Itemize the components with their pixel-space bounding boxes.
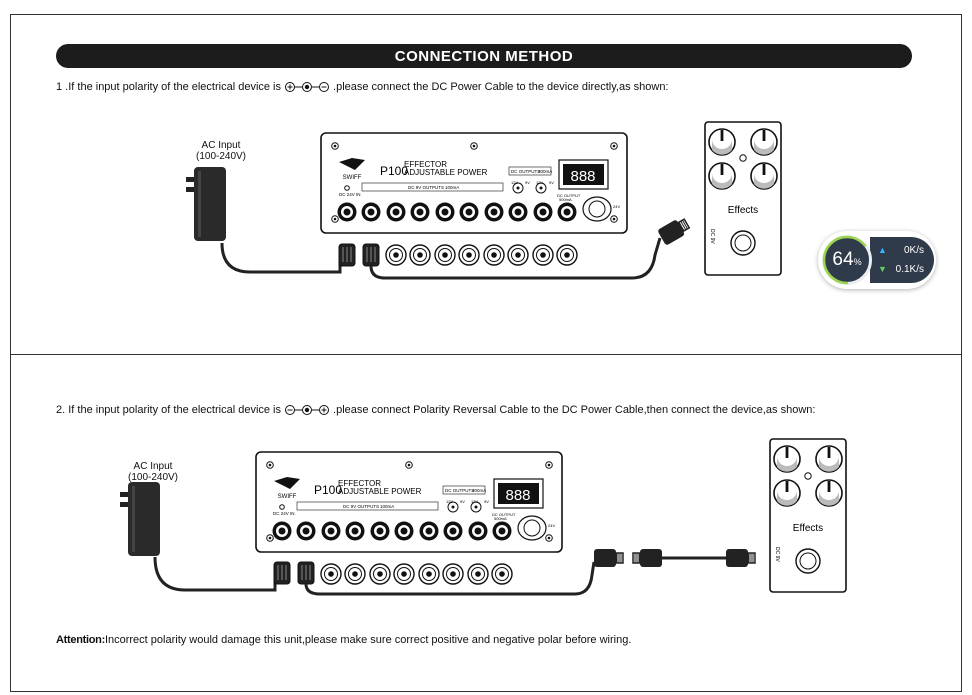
polarity-center-positive-icon xyxy=(285,405,330,415)
instruction-1: 1 .If the input polarity of the electric… xyxy=(56,81,669,93)
svg-text:12V: 12V xyxy=(446,499,453,504)
instruction-1-suffix: .please connect the DC Power Cable to th… xyxy=(333,81,669,93)
svg-text:DC 9V: DC 9V xyxy=(709,229,715,244)
device-line1-1: EFFECTOR xyxy=(404,160,447,169)
upload-row: ▲ 0K/s xyxy=(878,245,924,256)
svg-text:888: 888 xyxy=(505,487,530,504)
svg-text:24V: 24V xyxy=(613,204,620,209)
pedal-label-2: Effects xyxy=(793,523,823,534)
svg-text:12V: 12V xyxy=(471,499,478,504)
svg-text:500mA: 500mA xyxy=(559,197,572,202)
section-title: CONNECTION METHOD xyxy=(394,47,574,65)
polarity-center-negative-icon xyxy=(285,82,330,92)
memory-usage-arc xyxy=(822,235,872,285)
svg-text:12V: 12V xyxy=(536,180,543,185)
svg-text:9V: 9V xyxy=(525,180,530,185)
download-value: 0.1 xyxy=(895,264,910,275)
instruction-2: 2. If the input polarity of the electric… xyxy=(56,404,815,416)
svg-text:100mA: 100mA xyxy=(445,185,459,190)
device-line2-1: ADJUSTABLE POWER xyxy=(404,168,488,177)
device-line2-2: ADJUSTABLE POWER xyxy=(338,487,422,496)
svg-text:300mA: 300mA xyxy=(472,488,486,493)
svg-text:9V: 9V xyxy=(460,499,465,504)
device-model-1: P100 xyxy=(380,164,408,178)
instruction-1-prefix: 1 .If the input polarity of the electric… xyxy=(56,81,282,93)
attention-text: Incorrect polarity would damage this uni… xyxy=(104,634,632,646)
svg-text:DC 24V IN: DC 24V IN xyxy=(339,192,361,197)
page-frame xyxy=(10,14,962,692)
speed-panel: ▲ 0K/s ▼ 0.1K/s xyxy=(870,237,934,283)
pedal-label-1: Effects xyxy=(728,205,758,216)
svg-text:DC 9V OUTPUTS: DC 9V OUTPUTS xyxy=(408,185,444,190)
section-divider xyxy=(10,354,962,355)
svg-text:DC 9V OUTPUTS: DC 9V OUTPUTS xyxy=(343,504,379,509)
svg-text:500mA: 500mA xyxy=(494,516,507,521)
attention-note: Attention:Incorrect polarity would damag… xyxy=(56,634,631,646)
network-speed-widget[interactable]: ▲ 0K/s ▼ 0.1K/s 64% xyxy=(818,231,936,289)
ac-input-label-1: AC Input (100-240V) xyxy=(195,140,247,162)
upload-value: 0 xyxy=(903,245,910,256)
svg-text:DC OUTPUTS: DC OUTPUTS xyxy=(511,169,540,174)
instruction-2-suffix: .please connect Polarity Reversal Cable … xyxy=(333,404,816,416)
svg-text:DC OUTPUTS: DC OUTPUTS xyxy=(445,488,474,493)
device-line1-2: EFFECTOR xyxy=(338,479,381,488)
svg-text:DC OUTPUT: DC OUTPUT xyxy=(557,193,581,198)
svg-text:100mA: 100mA xyxy=(380,504,394,509)
upload-arrow-icon: ▲ xyxy=(878,245,887,255)
memory-percent: 64 xyxy=(832,249,854,270)
svg-text:DC 9V: DC 9V xyxy=(774,547,780,562)
device-brand-2: SWIFF xyxy=(278,494,297,500)
attention-label: Attention: xyxy=(56,634,105,646)
svg-text:DC 24V IN: DC 24V IN xyxy=(273,511,295,516)
svg-text:12V: 12V xyxy=(511,180,518,185)
device-brand-1: SWIFF xyxy=(343,175,362,181)
svg-text:24V: 24V xyxy=(548,523,555,528)
svg-text:300mA: 300mA xyxy=(538,169,552,174)
svg-text:DC OUTPUT: DC OUTPUT xyxy=(492,512,516,517)
section-title-bar: CONNECTION METHOD xyxy=(56,44,912,68)
svg-text:9V: 9V xyxy=(549,180,554,185)
download-row: ▼ 0.1K/s xyxy=(878,264,924,275)
svg-text:888: 888 xyxy=(570,168,595,185)
device-model-2: P100 xyxy=(314,483,342,497)
instruction-2-prefix: 2. If the input polarity of the electric… xyxy=(56,404,282,416)
download-arrow-icon: ▼ xyxy=(878,264,887,274)
ac-input-label-2: AC Input (100-240V) xyxy=(127,461,179,483)
svg-text:9V: 9V xyxy=(484,499,489,504)
